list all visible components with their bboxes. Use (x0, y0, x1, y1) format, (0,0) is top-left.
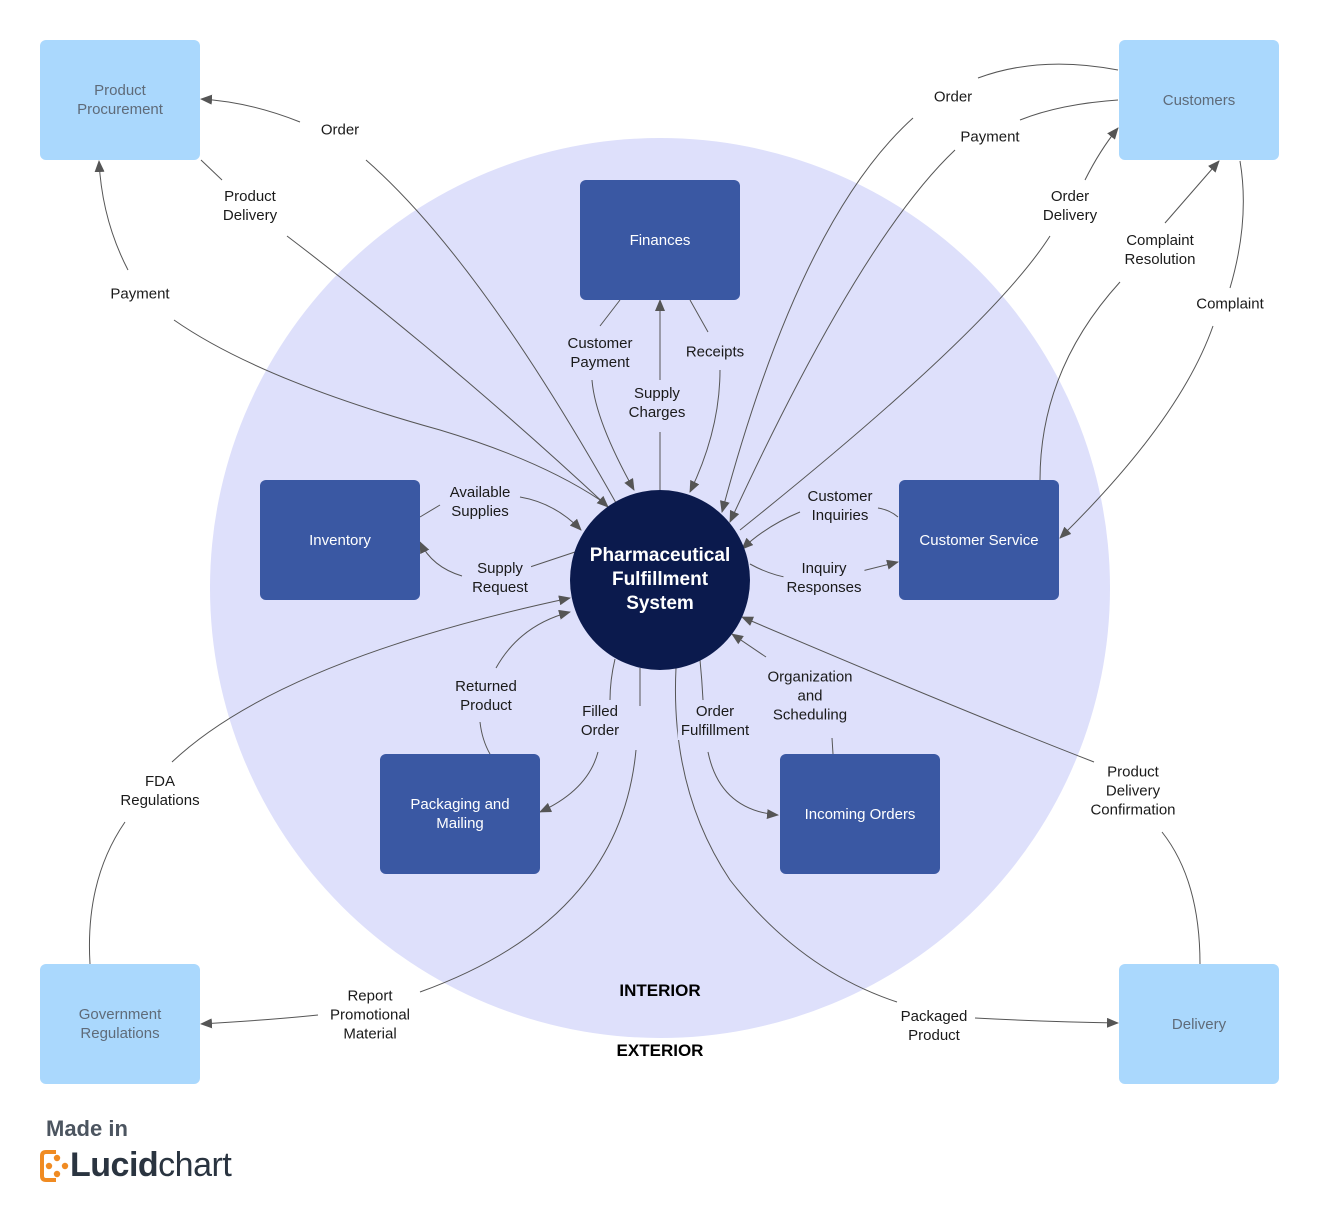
flow-label-cu-order: Order (930, 87, 976, 107)
flow-label-gr-fda-regulations: FDA Regulations (117, 772, 203, 810)
flow-label-fin-receipts: Receipts (682, 342, 748, 362)
customers-label: Customers (1162, 91, 1236, 109)
finances-process[interactable]: Finances (580, 180, 740, 300)
flow-label-inv-supply-request: Supply Request (469, 559, 531, 597)
connector-fin-cp-a (599, 299, 621, 327)
packaging-mailing-label: Packaging and Mailing (410, 796, 510, 832)
flow-label-cu-complaint: Complaint (1193, 294, 1267, 314)
inventory-label: Inventory (309, 531, 371, 549)
government-regulations-entity[interactable]: Government Regulations (40, 964, 200, 1084)
connector-cu-od-b (739, 235, 1051, 531)
customers-entity[interactable]: Customers (1119, 40, 1279, 160)
lucidchart-logo-icon (40, 1149, 69, 1182)
flow-label-cu-order-delivery: Order Delivery (1039, 187, 1101, 225)
finances-label: Finances (629, 231, 691, 249)
connector-pm-rp-a (479, 721, 491, 755)
connector-gr-rp-b (419, 749, 637, 993)
delivery-entity[interactable]: Delivery (1119, 964, 1279, 1084)
incoming-orders-process[interactable]: Incoming Orders (780, 754, 940, 874)
government-regulations-label: Government Regulations (78, 1006, 162, 1042)
flow-label-inv-available-supplies: Available Supplies (446, 483, 514, 521)
brand-rest: chart (158, 1146, 232, 1184)
flow-label-cu-complaint-resolution: Complaint Resolution (1121, 231, 1199, 269)
flow-label-pm-filled-order: Filled Order (577, 702, 623, 740)
product-procurement-entity[interactable]: Product Procurement (40, 40, 200, 160)
connector-io-os-b (731, 633, 767, 658)
connector-cs-ci-a (877, 507, 899, 518)
connector-io-of-a (699, 659, 704, 701)
incoming-orders-label: Incoming Orders (804, 805, 916, 823)
connector-io-of-b (707, 751, 779, 820)
connector-pp-delivery-b (286, 235, 609, 508)
connector-cu-od-a (1084, 127, 1119, 181)
flow-label-cs-customer-inquiries: Customer Inquiries (804, 487, 876, 525)
connector-dl-pdc-b (741, 616, 1095, 763)
connector-pm-rp-b (495, 609, 571, 669)
connector-gr-rp-a (200, 1014, 319, 1029)
connector-pp-payment-a (94, 160, 129, 271)
connector-gr-fda-a (88, 821, 126, 965)
flow-label-gr-report-promo: Report Promotional Material (326, 986, 414, 1044)
flow-label-dl-product-delivery-confirmation: Product Delivery Confirmation (1087, 762, 1179, 820)
inventory-process[interactable]: Inventory (260, 480, 420, 600)
connector-cu-cp-b (1059, 325, 1214, 539)
interior-zone-label: INTERIOR (619, 981, 701, 1000)
connector-pm-fo-b (539, 751, 599, 813)
connector-cu-payment-a (1019, 99, 1119, 121)
connector-inv-sr-b (419, 541, 463, 577)
made-in-label: Made in (46, 1116, 128, 1141)
connector-pp-order-a (200, 94, 301, 123)
product-procurement-label: Product Procurement (77, 82, 163, 118)
connector-cu-order-a (977, 63, 1119, 79)
flow-label-dl-packaged-product: Packaged Product (897, 1007, 971, 1045)
flow-label-pp-product-delivery: Product Delivery (219, 187, 281, 225)
flow-label-io-order-fulfillment: Order Fulfillment (677, 702, 753, 740)
connector-fin-rc-b (689, 369, 721, 493)
connector-pp-delivery-a (200, 159, 223, 181)
brand-bold: Lucid (70, 1146, 159, 1184)
connector-gr-fda-b (171, 595, 571, 763)
packaging-mailing-process[interactable]: Packaging and Mailing (380, 754, 540, 874)
connector-cu-order-b (720, 117, 914, 513)
lucidchart-logo[interactable]: Lucidchart (40, 1146, 232, 1185)
hub-label: Pharmaceutical Fulfillment System (589, 545, 731, 614)
connector-pm-fo-a (609, 658, 616, 701)
flow-label-io-org-scheduling: Organization and Scheduling (764, 667, 856, 725)
connector-cs-ci-b (741, 511, 801, 550)
connector-pp-payment-b (173, 319, 601, 501)
flow-label-cu-payment: Payment (957, 127, 1023, 147)
flow-label-pm-returned-product: Returned Product (452, 677, 520, 715)
connector-pp-order-b (365, 159, 621, 511)
flow-label-fin-customer-payment: Customer Payment (564, 334, 636, 372)
connector-cu-cp-a (1229, 160, 1244, 289)
flow-label-pp-order: Order (317, 120, 363, 140)
connector-cs-ir-b (861, 559, 899, 572)
connector-dl-pp-a (974, 1017, 1119, 1028)
connector-inv-sr-a (529, 551, 576, 568)
exterior-zone-label: EXTERIOR (616, 1041, 704, 1060)
fulfillment-system-hub[interactable]: Pharmaceutical Fulfillment System (570, 490, 750, 670)
connectors (88, 63, 1244, 1029)
lucidchart-wordmark: Lucidchart (70, 1146, 232, 1185)
connector-cu-cr-b (1039, 281, 1121, 481)
connector-inv-as-a (419, 504, 441, 518)
connector-cu-payment-b (729, 149, 956, 523)
flow-label-cs-inquiry-responses: Inquiry Responses (783, 559, 865, 597)
flow-label-pp-payment: Payment (107, 284, 173, 304)
flow-label-fin-supply-charges: Supply Charges (625, 384, 689, 422)
connector-cu-cr-a (1164, 160, 1220, 224)
connector-fin-rc-a (689, 299, 709, 333)
connector-io-os-a (831, 737, 834, 755)
connector-dl-pdc-a (1161, 831, 1201, 965)
customer-service-label: Customer Service (919, 531, 1039, 549)
delivery-label: Delivery (1171, 1015, 1227, 1033)
connector-fin-cp-b (591, 379, 635, 491)
connector-inv-as-b (519, 496, 582, 531)
customer-service-process[interactable]: Customer Service (899, 480, 1059, 600)
